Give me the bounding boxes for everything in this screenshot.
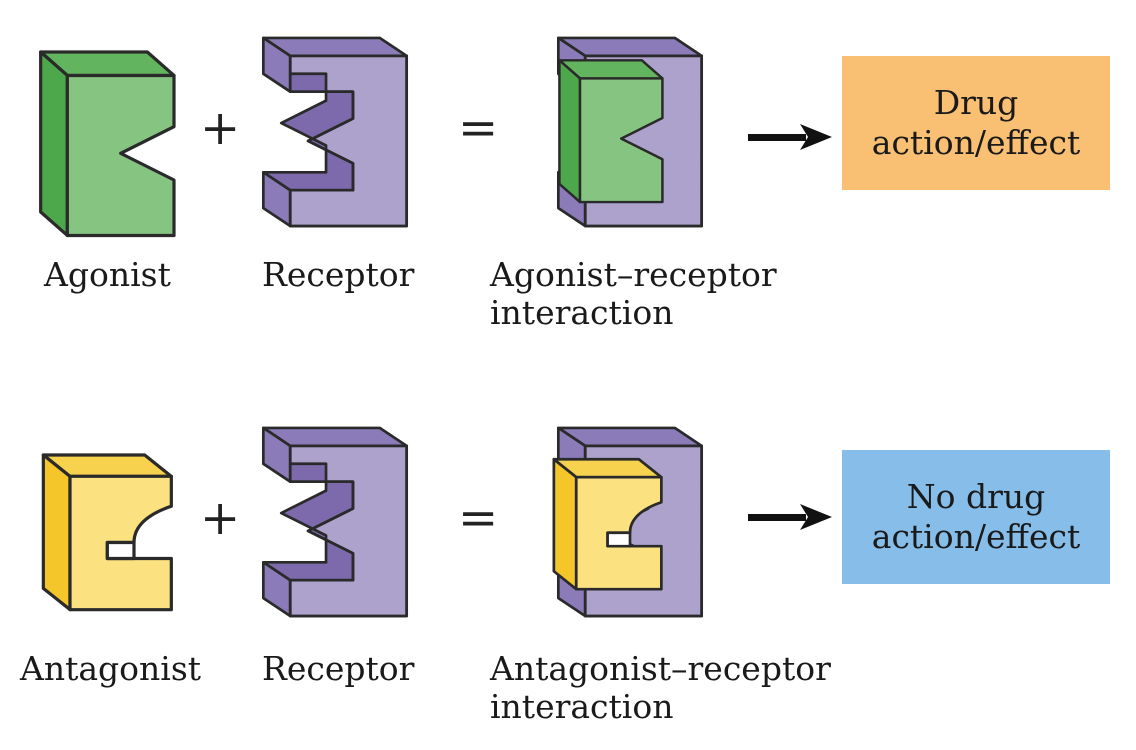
effect-box-line2: action/effect — [871, 123, 1081, 162]
antagonist-receptor-interaction-label: Antagonist–receptor interaction — [490, 650, 831, 726]
drug-effect-box: Drug action/effect — [842, 56, 1110, 190]
plus-sign: + — [200, 100, 241, 156]
agonist-shape — [39, 50, 176, 238]
arrow-right-icon — [748, 504, 832, 530]
antagonist-receptor-complex — [552, 426, 704, 618]
antagonist-shape — [41, 453, 173, 612]
plus-sign: + — [200, 490, 241, 546]
arrow-right-icon — [748, 124, 832, 150]
effect-box-line1: Drug — [933, 83, 1019, 123]
receptor-label: Receptor — [262, 649, 415, 688]
no-drug-effect-box: No drug action/effect — [842, 450, 1110, 584]
receptor-label: Receptor — [262, 255, 415, 294]
receptor-shape — [261, 36, 409, 228]
complex-label-line2: interaction — [490, 686, 674, 726]
agonist-receptor-complex — [556, 36, 704, 228]
equals-sign: = — [458, 100, 499, 156]
equals-sign: = — [458, 490, 499, 546]
receptor-shape — [261, 426, 409, 618]
antagonist-label: Antagonist — [20, 649, 202, 688]
complex-label-line1: Antagonist–receptor — [490, 649, 831, 688]
no-effect-box-line1: No drug — [906, 477, 1046, 517]
no-effect-box-line2: action/effect — [871, 517, 1081, 556]
agonist-label: Agonist — [44, 255, 171, 294]
complex-label-line1: Agonist–receptor — [490, 255, 777, 294]
complex-label-line2: interaction — [490, 292, 674, 332]
agonist-receptor-interaction-label: Agonist–receptor interaction — [490, 256, 777, 332]
